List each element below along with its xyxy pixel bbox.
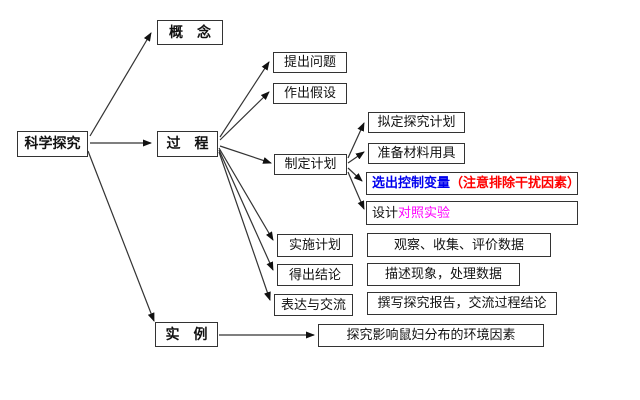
node-design-control-experiment: 设计对照实验 [366,201,578,225]
node-draw-conclusion: 得出结论 [277,264,353,286]
node-example-case: 探究影响鼠妇分布的环境因素 [318,324,544,347]
node-control-variables: 选出控制变量（注意排除干扰因素） [366,172,581,195]
node-implement-plan: 实施计划 [277,234,353,257]
design-prefix-text: 设计 [372,205,399,221]
node-make-plan: 制定计划 [274,154,347,175]
node-express-communicate: 表达与交流 [274,294,353,316]
node-draft-plan: 拟定探究计划 [368,112,465,133]
node-propose-question: 提出问题 [273,52,347,73]
control-variables-note-text: （注意排除干扰因素） [450,176,581,191]
node-write-report: 撰写探究报告，交流过程结论 [367,292,557,315]
node-make-hypothesis: 作出假设 [273,83,347,104]
node-example: 实 例 [155,322,218,347]
control-variables-main-text: 选出控制变量 [372,176,451,191]
node-concept: 概 念 [157,20,223,45]
node-prepare-materials: 准备材料用具 [368,143,465,164]
node-observe-collect-evaluate: 观察、收集、评价数据 [367,233,551,257]
node-root-scientific-inquiry: 科学探究 [17,131,88,157]
node-process: 过 程 [157,131,218,157]
design-highlight-text: 对照实验 [398,205,451,221]
node-describe-process-data: 描述现象，处理数据 [367,263,520,286]
